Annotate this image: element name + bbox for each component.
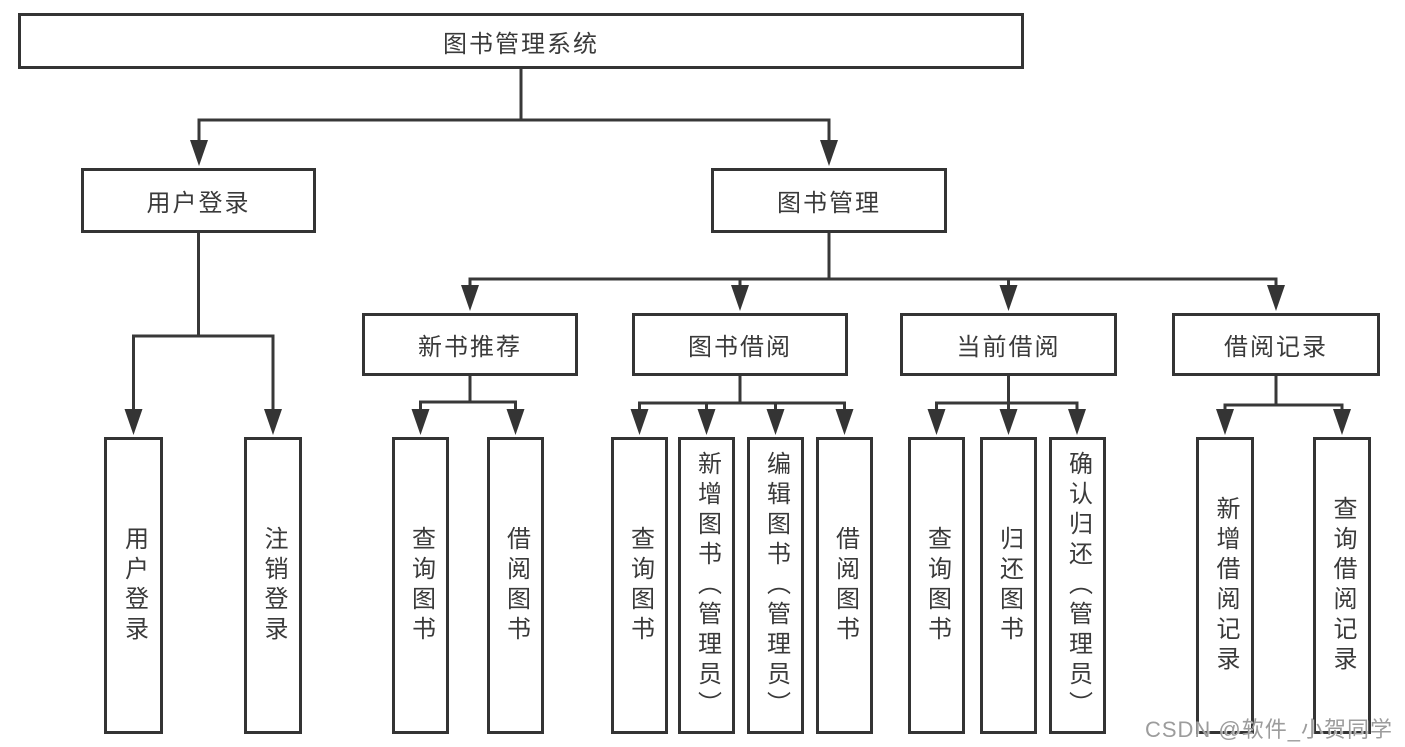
node-label: 图书管理 (777, 190, 881, 217)
node-label: 当前借阅 (956, 334, 1061, 361)
node-label: 编辑图书（管理员） (762, 450, 790, 721)
node-query-books-current: 查询图书 (908, 437, 965, 734)
node-label: 用户登录 (120, 525, 148, 646)
edge-borrow-records-to-leaves (1216, 376, 1351, 435)
node-query-books-recommend: 查询图书 (392, 437, 449, 734)
node-edit-book-admin: 编辑图书（管理员） (747, 437, 804, 734)
node-label: 图书管理系统 (443, 30, 599, 58)
node-label: 注销登录 (260, 525, 287, 646)
node-label: 查询借阅记录 (1329, 495, 1356, 676)
node-new-book-recommend: 新书推荐 (362, 313, 578, 376)
node-add-borrow-record: 新增借阅记录 (1196, 437, 1254, 734)
node-confirm-return-admin: 确认归还（管理员） (1049, 437, 1106, 734)
node-label: 归还图书 (995, 525, 1023, 646)
node-label: 借阅记录 (1224, 334, 1328, 361)
edge-book-management-to-level3 (461, 233, 1285, 311)
node-borrow-records: 借阅记录 (1172, 313, 1380, 376)
node-borrow-book-recommend: 借阅图书 (487, 437, 544, 734)
node-label: 用户登录 (146, 190, 251, 217)
edge-new-book-recommend-to-leaves (411, 376, 525, 435)
node-label: 确认归还（管理员） (1064, 450, 1092, 721)
node-label: 新书推荐 (418, 334, 522, 361)
node-library-management-system: 图书管理系统 (18, 13, 1024, 69)
edge-book-borrow-to-leaves (630, 376, 854, 435)
node-label: 新增借阅记录 (1212, 495, 1239, 676)
node-label: 查询图书 (626, 525, 654, 646)
node-query-borrow-record: 查询借阅记录 (1313, 437, 1371, 734)
edge-user-login-to-leaves (124, 233, 282, 435)
node-label: 借阅图书 (502, 525, 530, 646)
node-book-borrow: 图书借阅 (632, 313, 848, 376)
node-label: 借阅图书 (831, 525, 859, 646)
node-logout: 注销登录 (244, 437, 302, 734)
csdn-watermark: CSDN @软件_小贺同学 (1144, 717, 1393, 742)
edge-root-to-level2 (190, 69, 838, 166)
node-label: 查询图书 (407, 525, 435, 646)
node-query-books-borrow: 查询图书 (611, 437, 668, 734)
node-user-login-module: 用户登录 (81, 168, 316, 233)
node-label: 新增图书（管理员） (693, 450, 721, 721)
node-add-book-admin: 新增图书（管理员） (678, 437, 735, 734)
node-current-borrow: 当前借阅 (900, 313, 1117, 376)
node-user-login-leaf: 用户登录 (104, 437, 163, 734)
node-label: 图书借阅 (688, 334, 792, 361)
edge-current-borrow-to-leaves (927, 376, 1086, 435)
node-book-management: 图书管理 (711, 168, 947, 233)
node-borrow-book: 借阅图书 (816, 437, 873, 734)
node-label: 查询图书 (923, 525, 951, 646)
node-return-book: 归还图书 (980, 437, 1037, 734)
